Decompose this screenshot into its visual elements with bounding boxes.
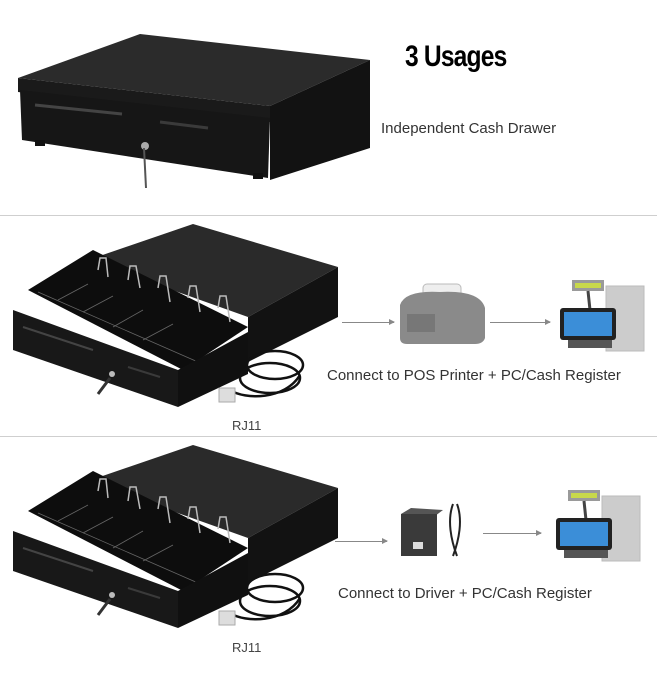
pos-printer-icon bbox=[400, 283, 485, 344]
arrow-icon bbox=[483, 530, 542, 536]
usb-driver-box-icon bbox=[401, 503, 461, 557]
pc-cash-register-icon bbox=[556, 490, 641, 562]
pc-cash-register-icon bbox=[560, 280, 645, 352]
open-cash-drawer-image bbox=[13, 224, 338, 407]
usage-3-label: Connect to Driver + PC/Cash Register bbox=[338, 585, 592, 602]
closed-cash-drawer-image bbox=[18, 34, 370, 189]
page-title: 3 Usages bbox=[405, 40, 507, 73]
arrow-icon bbox=[335, 538, 388, 544]
rj11-cable-image bbox=[218, 572, 305, 626]
rj11-label: RJ11 bbox=[232, 640, 262, 655]
arrow-icon bbox=[342, 319, 395, 325]
usage-2-label: Connect to POS Printer + PC/Cash Registe… bbox=[327, 367, 621, 384]
rj11-cable-image bbox=[218, 349, 305, 403]
usage-1-label: Independent Cash Drawer bbox=[381, 120, 557, 137]
section-divider bbox=[0, 215, 657, 216]
rj11-label: RJ11 bbox=[232, 418, 262, 433]
open-cash-drawer-image bbox=[13, 445, 338, 628]
arrow-icon bbox=[490, 319, 551, 325]
section-divider bbox=[0, 436, 657, 437]
